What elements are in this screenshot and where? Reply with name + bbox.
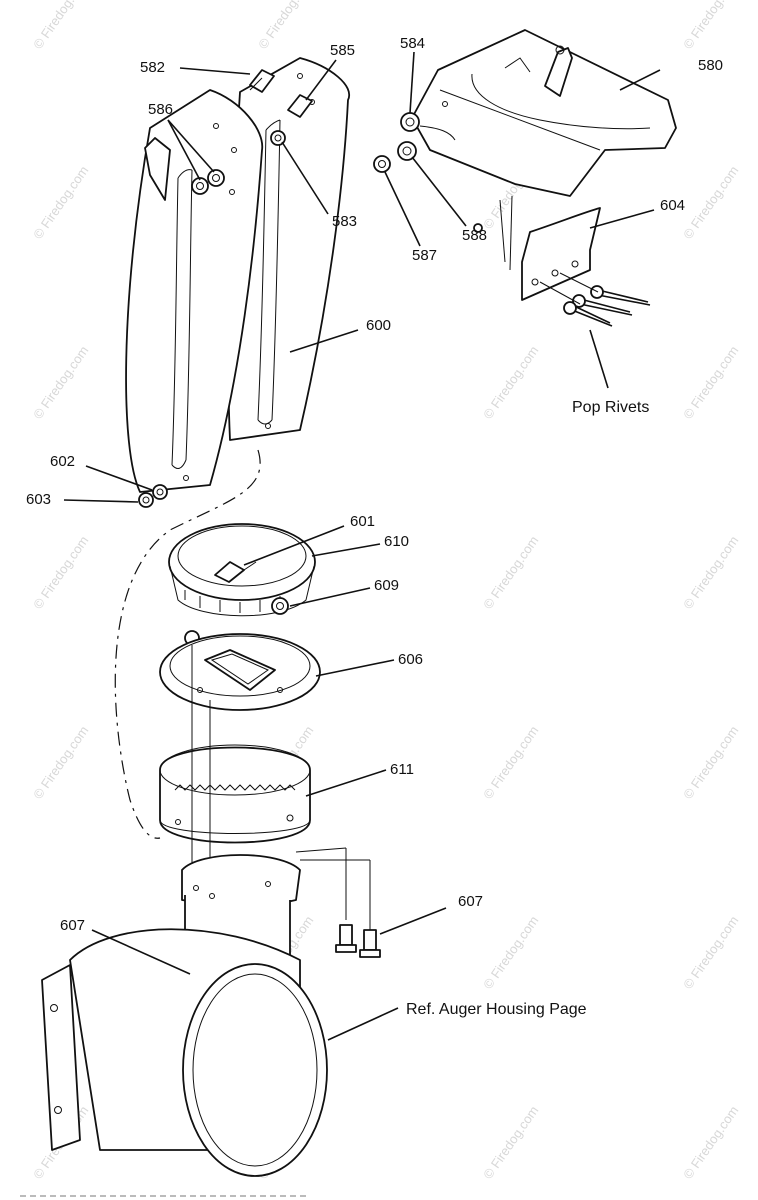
watermark: © Firedog.com: [680, 913, 741, 992]
callout-607: 607: [60, 917, 85, 934]
ref-auger-housing-note: Ref. Auger Housing Page: [406, 1001, 587, 1018]
chute-hardware: [191, 69, 313, 195]
guide-line: [499, 199, 506, 263]
callout-607: 607: [458, 893, 483, 910]
callout-labels: 582 585 586 583 600 584 587 588 580 604 …: [26, 35, 723, 1018]
watermark: © Firedog.com: [480, 533, 541, 612]
watermark: © Firedog.com: [30, 533, 91, 612]
upper-chute-600: [125, 57, 351, 493]
auger-housing: [41, 928, 328, 1177]
ring-plate-606: [159, 633, 321, 711]
watermark: © Firedog.com: [680, 163, 741, 242]
callout-585: 585: [330, 42, 355, 59]
gear-ring-611: [159, 744, 311, 844]
watermark: © Firedog.com: [30, 343, 91, 422]
alignment-guide: [114, 449, 261, 839]
callout-610: 610: [384, 533, 409, 550]
callout-604: 604: [660, 197, 685, 214]
chute-deflector-580: [411, 29, 677, 197]
callout-583: 583: [332, 213, 357, 230]
callout-588: 588: [462, 227, 487, 244]
callout-602: 602: [50, 453, 75, 470]
callout-580: 580: [698, 57, 723, 74]
watermark: © Firedog.com: [680, 0, 741, 52]
callout-601: 601: [350, 513, 375, 530]
chute-bottom-hardware: [138, 484, 168, 508]
callout-582: 582: [140, 59, 165, 76]
callout-587: 587: [412, 247, 437, 264]
watermark: © Firedog.com: [30, 163, 91, 242]
leader-lines: [63, 51, 661, 1041]
watermark: © Firedog.com: [480, 1103, 541, 1182]
callout-586: 586: [148, 101, 173, 118]
watermark: © Firedog.com: [680, 1103, 741, 1182]
watermark: © Firedog.com: [480, 913, 541, 992]
callout-584: 584: [400, 35, 425, 52]
callout-609: 609: [374, 577, 399, 594]
rivet-plate-604: [521, 207, 651, 327]
watermark: © Firedog.com: [680, 533, 741, 612]
watermark: © Firedog.com: [480, 343, 541, 422]
top-ring-610: [168, 523, 316, 617]
guide-line: [509, 195, 513, 271]
pop-rivets-note: Pop Rivets: [572, 399, 649, 416]
callout-606: 606: [398, 651, 423, 668]
watermark: © Firedog.com: [255, 0, 316, 52]
callout-600: 600: [366, 317, 391, 334]
deflector-hardware: [373, 112, 483, 233]
watermark: © Firedog.com: [30, 0, 91, 52]
callout-603: 603: [26, 491, 51, 508]
watermark: © Firedog.com: [30, 723, 91, 802]
watermark: © Firedog.com: [680, 723, 741, 802]
watermark: © Firedog.com: [480, 723, 541, 802]
callout-611: 611: [390, 761, 414, 778]
watermark: © Firedog.com: [680, 343, 741, 422]
